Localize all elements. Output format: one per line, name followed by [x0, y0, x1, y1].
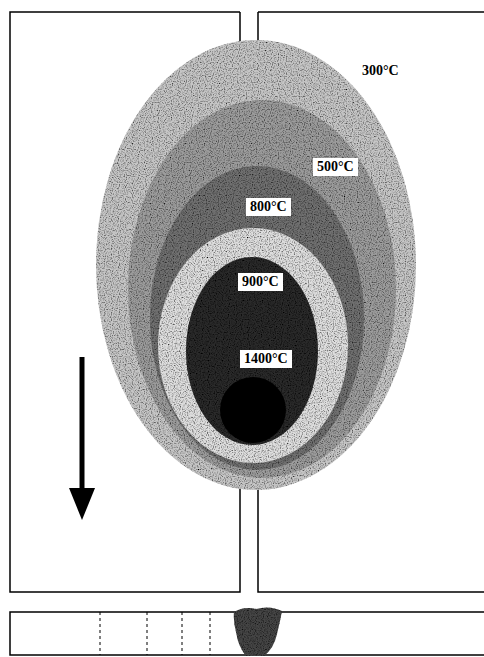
weld-pool [220, 377, 286, 443]
weld-bead [234, 607, 282, 656]
temperature-label: 1400°C [240, 350, 292, 368]
temperature-label: 500°C [313, 158, 358, 176]
isotherm-300: 300°C 500°C 800°C 900°C 1400°C [96, 40, 416, 490]
temperature-label: 800°C [246, 198, 291, 216]
cross-section [10, 607, 484, 656]
temperature-label: 300°C [358, 62, 403, 80]
temperature-label: 900°C [238, 273, 283, 291]
isotherm-500: 500°C 800°C 900°C 1400°C [128, 100, 396, 478]
plate-outline [10, 12, 484, 592]
travel-arrow [69, 357, 95, 520]
isotherm-900: 900°C 1400°C [158, 228, 348, 463]
isotherm-800: 800°C 900°C 1400°C [150, 166, 364, 470]
